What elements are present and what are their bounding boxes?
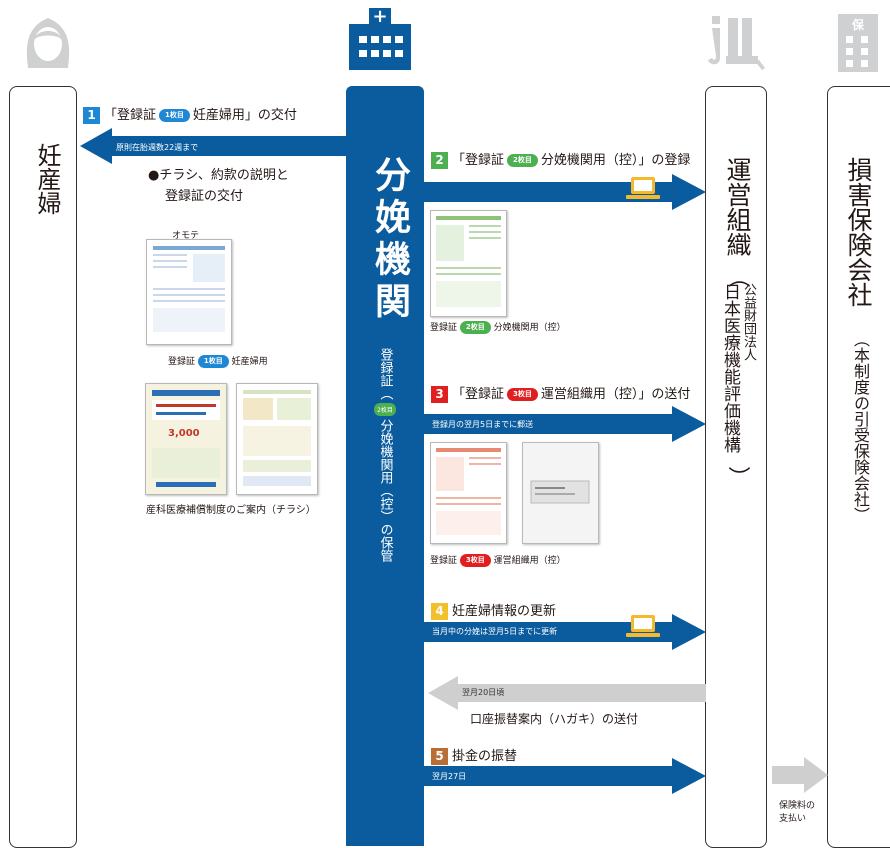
insurer-mark-text: 保 bbox=[851, 18, 864, 32]
step-2-post: 分娩機関用（控）」の登録 bbox=[540, 153, 691, 168]
step-5-note: 翌月27日 bbox=[432, 772, 467, 781]
step-1-note: 原則在胎週数22週まで bbox=[116, 143, 199, 152]
step-4-note: 当月中の分娩は翌月5日までに更新 bbox=[432, 627, 558, 636]
operator-paren-close: ） bbox=[725, 465, 751, 489]
hospital-icon: + bbox=[345, 6, 415, 72]
step-1-number: 1 bbox=[83, 107, 100, 124]
step-5-number: 5 bbox=[431, 748, 448, 765]
storage-text-2: 分娩機関用（控）の保管 bbox=[377, 419, 393, 562]
step-5-label: 5 掛金の振替 bbox=[431, 745, 517, 765]
insurer-subtitle: （本制度の引受保険会社） bbox=[851, 331, 870, 523]
step-1-badge: 1枚目 bbox=[159, 109, 190, 122]
storage-text-1: 登録証（ bbox=[377, 348, 393, 400]
bullet-line-2: 登録証の交付 bbox=[165, 189, 244, 204]
facility-title: 分娩機関 bbox=[369, 156, 410, 324]
registration-card-2-image bbox=[430, 210, 507, 317]
hospital-cross-text: + bbox=[372, 6, 388, 27]
step-3-post: 運営組織用（控）」の送付 bbox=[540, 387, 691, 402]
registration-card-1-image bbox=[146, 239, 232, 345]
card-2-caption-pre: 登録証 bbox=[430, 323, 458, 333]
step-4-number: 4 bbox=[431, 603, 448, 620]
step-1-post: 妊産婦用」の交付 bbox=[192, 108, 297, 123]
card-1-caption-post: 妊産婦用 bbox=[231, 357, 268, 367]
jq-logo-icon bbox=[708, 16, 765, 70]
step-3-number: 3 bbox=[431, 386, 448, 403]
pregnant-title: 妊産婦 bbox=[33, 143, 61, 215]
premium-arrow bbox=[772, 757, 828, 793]
insurance-building-icon: 保 bbox=[836, 10, 880, 74]
step-4-text: 妊産婦情報の更新 bbox=[452, 604, 557, 619]
premium-line-2: 支払い bbox=[779, 814, 807, 824]
step-2-arrow bbox=[424, 174, 706, 210]
step-2-number: 2 bbox=[431, 152, 448, 169]
step-3-pre: 「登録証 bbox=[452, 387, 505, 402]
step-2-pre: 「登録証 bbox=[452, 153, 505, 168]
storage-badge: 2枚目 bbox=[374, 403, 396, 416]
notice-date: 翌月20日頃 bbox=[462, 688, 505, 697]
notice-label: 口座振替案内（ハガキ）の送付 bbox=[470, 712, 639, 726]
card-2-caption-post: 分娩機関用（控） bbox=[493, 323, 566, 333]
step-3-badge: 3枚目 bbox=[507, 388, 538, 401]
step-5-arrow bbox=[424, 758, 706, 794]
card-3-caption-post: 運営組織用（控） bbox=[493, 556, 566, 566]
front-label: オモテ bbox=[172, 231, 200, 241]
notice-arrow bbox=[428, 676, 706, 710]
step-1-arrow bbox=[80, 128, 348, 164]
pregnant-woman-icon bbox=[26, 18, 70, 68]
card-1-caption-pre: 登録証 bbox=[168, 357, 196, 367]
pregnant-column: 妊産婦 bbox=[9, 86, 77, 848]
step-2-badge: 2枚目 bbox=[507, 154, 538, 167]
premium-line-1: 保険料の bbox=[779, 801, 816, 811]
facility-column: 分娩機関 登録証（ 2枚目 分娩機関用（控）の保管 bbox=[346, 86, 424, 846]
step-5-text: 掛金の振替 bbox=[452, 749, 518, 764]
step-3-note: 登録月の翌月5日までに郵送 bbox=[432, 420, 534, 429]
card-2-caption: 登録証 2枚目 分娩機関用（控） bbox=[430, 320, 566, 334]
step-4-label: 4 妊産婦情報の更新 bbox=[431, 600, 556, 620]
operator-org: （ 公益財団法人 日本医療機能評価機構 ） bbox=[712, 266, 760, 497]
step-3-arrow bbox=[424, 406, 706, 442]
insurer-column: 損害保険会社 （本制度の引受保険会社） bbox=[827, 86, 890, 848]
premium-label: 保険料の 支払い bbox=[779, 800, 815, 826]
insurer-title: 損害保険会社 bbox=[844, 157, 873, 307]
card-3-caption-badge: 3枚目 bbox=[459, 554, 491, 567]
envelope-image bbox=[522, 442, 599, 544]
card-1-caption: 登録証 1枚目 妊産婦用 bbox=[168, 354, 268, 368]
operator-org-line1: 公益財団法人 bbox=[741, 283, 756, 361]
bullet-line-1: ●チラシ、約款の説明と bbox=[148, 168, 289, 183]
facility-storage: 登録証（ 2枚目 分娩機関用（控）の保管 bbox=[374, 348, 396, 562]
card-3-caption-pre: 登録証 bbox=[430, 556, 458, 566]
card-2-caption-badge: 2枚目 bbox=[459, 321, 491, 334]
card-1-caption-badge: 1枚目 bbox=[197, 355, 229, 368]
card-3-caption: 登録証 3枚目 運営組織用（控） bbox=[430, 553, 566, 567]
step-1-pre: 「登録証 bbox=[104, 108, 157, 123]
operator-org-line2: 日本医療機能評価機構 bbox=[720, 283, 740, 453]
bullet-note: ●チラシ、約款の説明と 登録証の交付 bbox=[148, 165, 289, 207]
registration-card-3-image bbox=[430, 442, 507, 544]
operator-column: 運営組織 （ 公益財団法人 日本医療機能評価機構 ） bbox=[705, 86, 767, 848]
flyer-price: 3,000 bbox=[168, 428, 200, 439]
flyer-caption: 産科医療補償制度のご案内（チラシ） bbox=[146, 505, 316, 516]
laptop-icon bbox=[626, 615, 660, 637]
flyer-front-image: 3,000 bbox=[145, 383, 227, 495]
operator-title: 運営組織 bbox=[723, 157, 752, 257]
flyer-back-image bbox=[236, 383, 318, 495]
laptop-icon bbox=[626, 177, 660, 199]
